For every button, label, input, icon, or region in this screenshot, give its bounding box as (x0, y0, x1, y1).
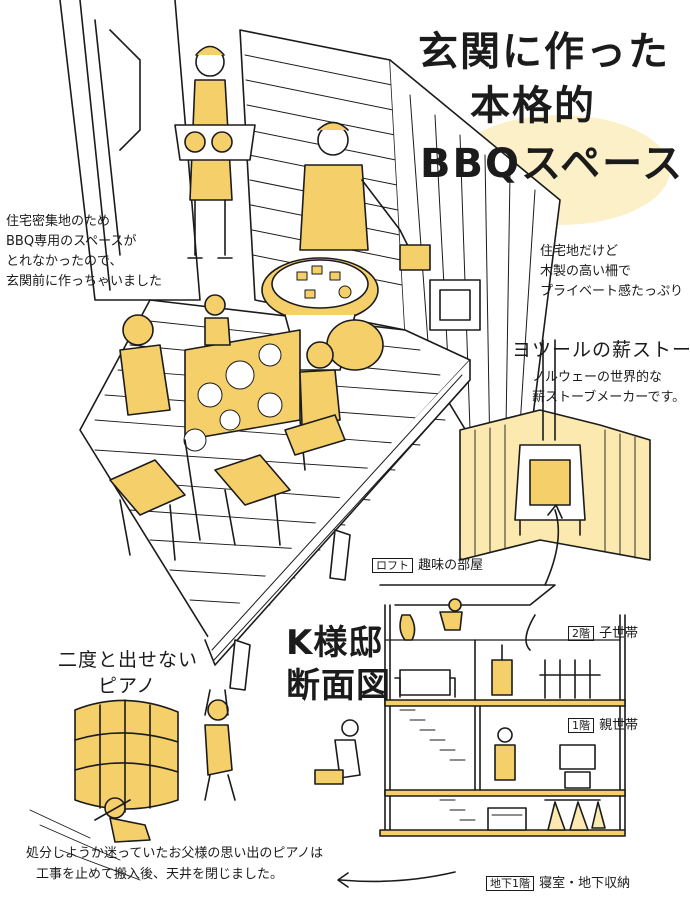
stove-description-line: 薪ストーブメーカーです。 (532, 390, 686, 406)
floor2-label-group: 2階 子世帯 (568, 622, 638, 643)
piano-heading-line: ピアノ (98, 674, 157, 697)
floor1-label-group: 1階 親世帯 (568, 714, 638, 735)
piano-description: 処分しようか迷っていたお父様の思い出のピアノは 工事を止めて搬入後、天井を閉じま… (26, 844, 323, 886)
title-line-1: 玄関に作った (418, 29, 670, 75)
section-title-line: 断面図 (286, 665, 391, 706)
title-line-3: BBQスペース (420, 141, 685, 187)
fence-note-line: プライベート感たっぷり (540, 284, 684, 300)
fence-note-line: 住宅地だけど (540, 244, 619, 259)
loft-label-group: ロフト 趣味の部屋 (372, 554, 483, 575)
stove-description: ノルウェーの世界的な 薪ストーブメーカーです。 (532, 368, 685, 408)
fence-note: 住宅地だけど 木製の高い柵で プライベート感たっぷり (540, 242, 683, 302)
section-title-line: K様邸 (286, 623, 384, 663)
loft-tag: ロフト (372, 558, 413, 573)
bbq-space-note-line: 住宅密集地のため (6, 214, 111, 229)
piano-heading-line: 二度と出せない (58, 649, 199, 671)
piano-description-line: 工事を止めて搬入後、天井を閉じました。 (36, 866, 284, 882)
section-title: K様邸 断面図 (286, 622, 391, 707)
bbq-space-note: 住宅密集地のため BBQ専用のスペースが とれなかったので、 玄関前に作っちゃい… (6, 212, 162, 293)
title-line-2: 本格的 (470, 83, 596, 129)
piano-description-line: 処分しようか迷っていたお父様の思い出のピアノは (26, 846, 324, 861)
basement-tag: 地下1階 (486, 876, 534, 891)
stove-description-line: ノルウェーの世界的な (532, 370, 663, 385)
floor2-label: 子世帯 (599, 626, 639, 641)
floor1-label: 親世帯 (599, 718, 639, 733)
loft-label: 趣味の部屋 (418, 558, 484, 573)
floor1-tag: 1階 (568, 718, 594, 733)
bbq-space-note-line: BBQ専用のスペースが (6, 234, 137, 250)
piano-heading: 二度と出せない ピアノ (58, 648, 198, 699)
bbq-space-note-line: とれなかったので、 (6, 254, 123, 270)
basement-label-group: 地下1階 寝室・地下収納 (486, 872, 630, 893)
stove-heading: ヨツールの薪ストーブ (512, 339, 690, 361)
fence-note-line: 木製の高い柵で (540, 264, 632, 280)
basement-label: 寝室・地下収納 (539, 876, 631, 891)
bbq-space-note-line: 玄関前に作っちゃいました (6, 274, 163, 290)
floor2-tag: 2階 (568, 626, 594, 641)
